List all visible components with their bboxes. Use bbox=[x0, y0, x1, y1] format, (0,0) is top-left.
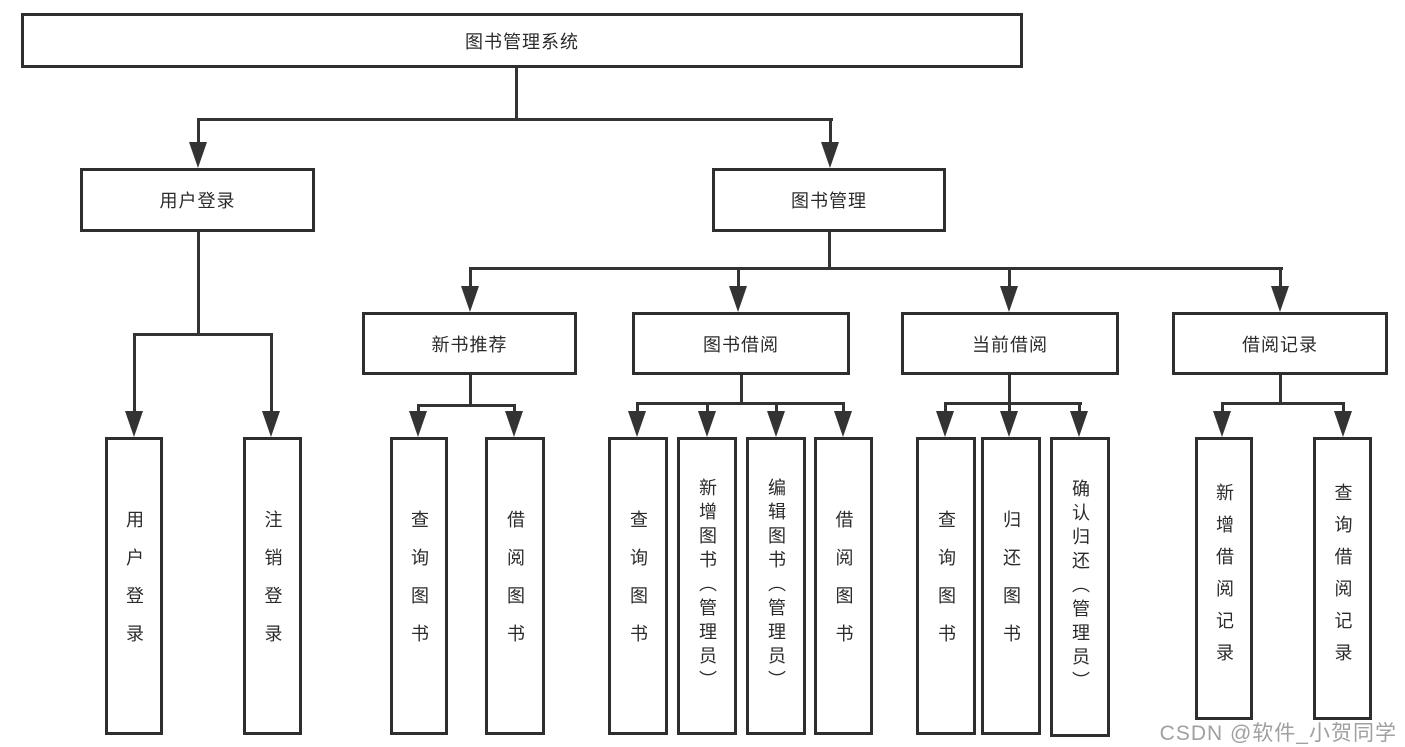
node-leaf-logout: 注销登录 bbox=[243, 437, 302, 735]
connector-currentborrow-stem bbox=[1008, 375, 1011, 405]
connector-records-drop-1 bbox=[1221, 402, 1224, 414]
connector-currentborrow-bar bbox=[944, 402, 1082, 405]
connector-bookborrow-drop-1 bbox=[636, 402, 639, 414]
node-book-borrow: 图书借阅 bbox=[632, 312, 850, 375]
node-leaf-bb-borrow-books: 借阅图书 bbox=[814, 437, 873, 735]
arrow-down-icon bbox=[821, 142, 839, 168]
node-leaf-cb-confirm-return-admin: 确认归还（管理员） bbox=[1050, 437, 1110, 737]
node-leaf-bb-edit-books-admin: 编辑图书（管理员） bbox=[746, 437, 806, 735]
arrow-down-icon bbox=[505, 411, 523, 437]
arrow-down-icon bbox=[409, 411, 427, 437]
connector-bookmgmt-drop-1 bbox=[469, 267, 472, 289]
arrow-down-icon bbox=[628, 411, 646, 437]
arrow-down-icon bbox=[1334, 411, 1352, 437]
node-leaf-cb-query-books: 查询图书 bbox=[916, 437, 976, 735]
connector-root-stem bbox=[515, 68, 518, 118]
connector-root-drop-left bbox=[197, 118, 200, 146]
connector-currentborrow-drop-2 bbox=[1008, 402, 1011, 414]
connector-userlogin-bar bbox=[133, 333, 273, 336]
connector-bookborrow-bar bbox=[636, 402, 845, 405]
watermark: CSDN @软件_小贺同学 bbox=[1159, 722, 1397, 745]
connector-records-drop-2 bbox=[1342, 402, 1345, 414]
node-borrow-records: 借阅记录 bbox=[1172, 312, 1388, 375]
node-root: 图书管理系统 bbox=[21, 13, 1023, 68]
arrow-down-icon bbox=[1070, 411, 1088, 437]
node-leaf-nb-borrow-books: 借阅图书 bbox=[485, 437, 545, 735]
node-leaf-br-query-record: 查询借阅记录 bbox=[1313, 437, 1372, 720]
node-current-borrow: 当前借阅 bbox=[901, 312, 1119, 375]
arrow-down-icon bbox=[1000, 411, 1018, 437]
arrow-down-icon bbox=[767, 411, 785, 437]
connector-bookmgmt-bar bbox=[469, 267, 1283, 270]
arrow-down-icon bbox=[834, 411, 852, 437]
connector-bookborrow-stem bbox=[740, 375, 743, 405]
node-book-management: 图书管理 bbox=[712, 168, 946, 232]
arrow-down-icon bbox=[729, 286, 747, 312]
connector-bookborrow-drop-2 bbox=[706, 402, 709, 414]
connector-root-drop-right bbox=[829, 118, 832, 146]
connector-userlogin-stem bbox=[197, 232, 200, 336]
arrow-down-icon bbox=[1271, 286, 1289, 312]
arrow-down-icon bbox=[936, 411, 954, 437]
node-leaf-nb-query-books: 查询图书 bbox=[390, 437, 448, 735]
connector-bookmgmt-drop-3 bbox=[1008, 267, 1011, 289]
connector-newbooks-bar bbox=[417, 404, 516, 407]
connector-root-bar bbox=[197, 118, 833, 121]
connector-bookborrow-drop-4 bbox=[842, 402, 845, 414]
node-leaf-br-add-record: 新增借阅记录 bbox=[1195, 437, 1253, 720]
connector-currentborrow-drop-1 bbox=[944, 402, 947, 414]
arrow-down-icon bbox=[1000, 286, 1018, 312]
arrow-down-icon bbox=[698, 411, 716, 437]
arrow-down-icon bbox=[262, 411, 280, 437]
arrow-down-icon bbox=[461, 286, 479, 312]
connector-userlogin-drop-right bbox=[270, 333, 273, 415]
node-new-book-recommend: 新书推荐 bbox=[362, 312, 577, 375]
connector-newbooks-stem bbox=[469, 375, 472, 407]
node-leaf-cb-return-books: 归还图书 bbox=[981, 437, 1041, 735]
node-leaf-user-login: 用户登录 bbox=[105, 437, 163, 735]
node-user-login: 用户登录 bbox=[80, 168, 315, 232]
node-leaf-bb-query-books: 查询图书 bbox=[608, 437, 668, 735]
connector-bookmgmt-drop-4 bbox=[1279, 267, 1282, 289]
connector-records-stem bbox=[1279, 375, 1282, 405]
connector-newbooks-drop-1 bbox=[417, 404, 420, 416]
connector-records-bar bbox=[1221, 402, 1345, 405]
arrow-down-icon bbox=[125, 411, 143, 437]
connector-bookmgmt-stem bbox=[828, 232, 831, 270]
connector-userlogin-drop-left bbox=[133, 333, 136, 415]
node-leaf-bb-add-books-admin: 新增图书（管理员） bbox=[677, 437, 737, 735]
connector-bookborrow-drop-3 bbox=[775, 402, 778, 414]
connector-bookmgmt-drop-2 bbox=[737, 267, 740, 289]
connector-newbooks-drop-2 bbox=[513, 404, 516, 416]
arrow-down-icon bbox=[189, 142, 207, 168]
arrow-down-icon bbox=[1213, 411, 1231, 437]
connector-currentborrow-drop-3 bbox=[1078, 402, 1081, 414]
